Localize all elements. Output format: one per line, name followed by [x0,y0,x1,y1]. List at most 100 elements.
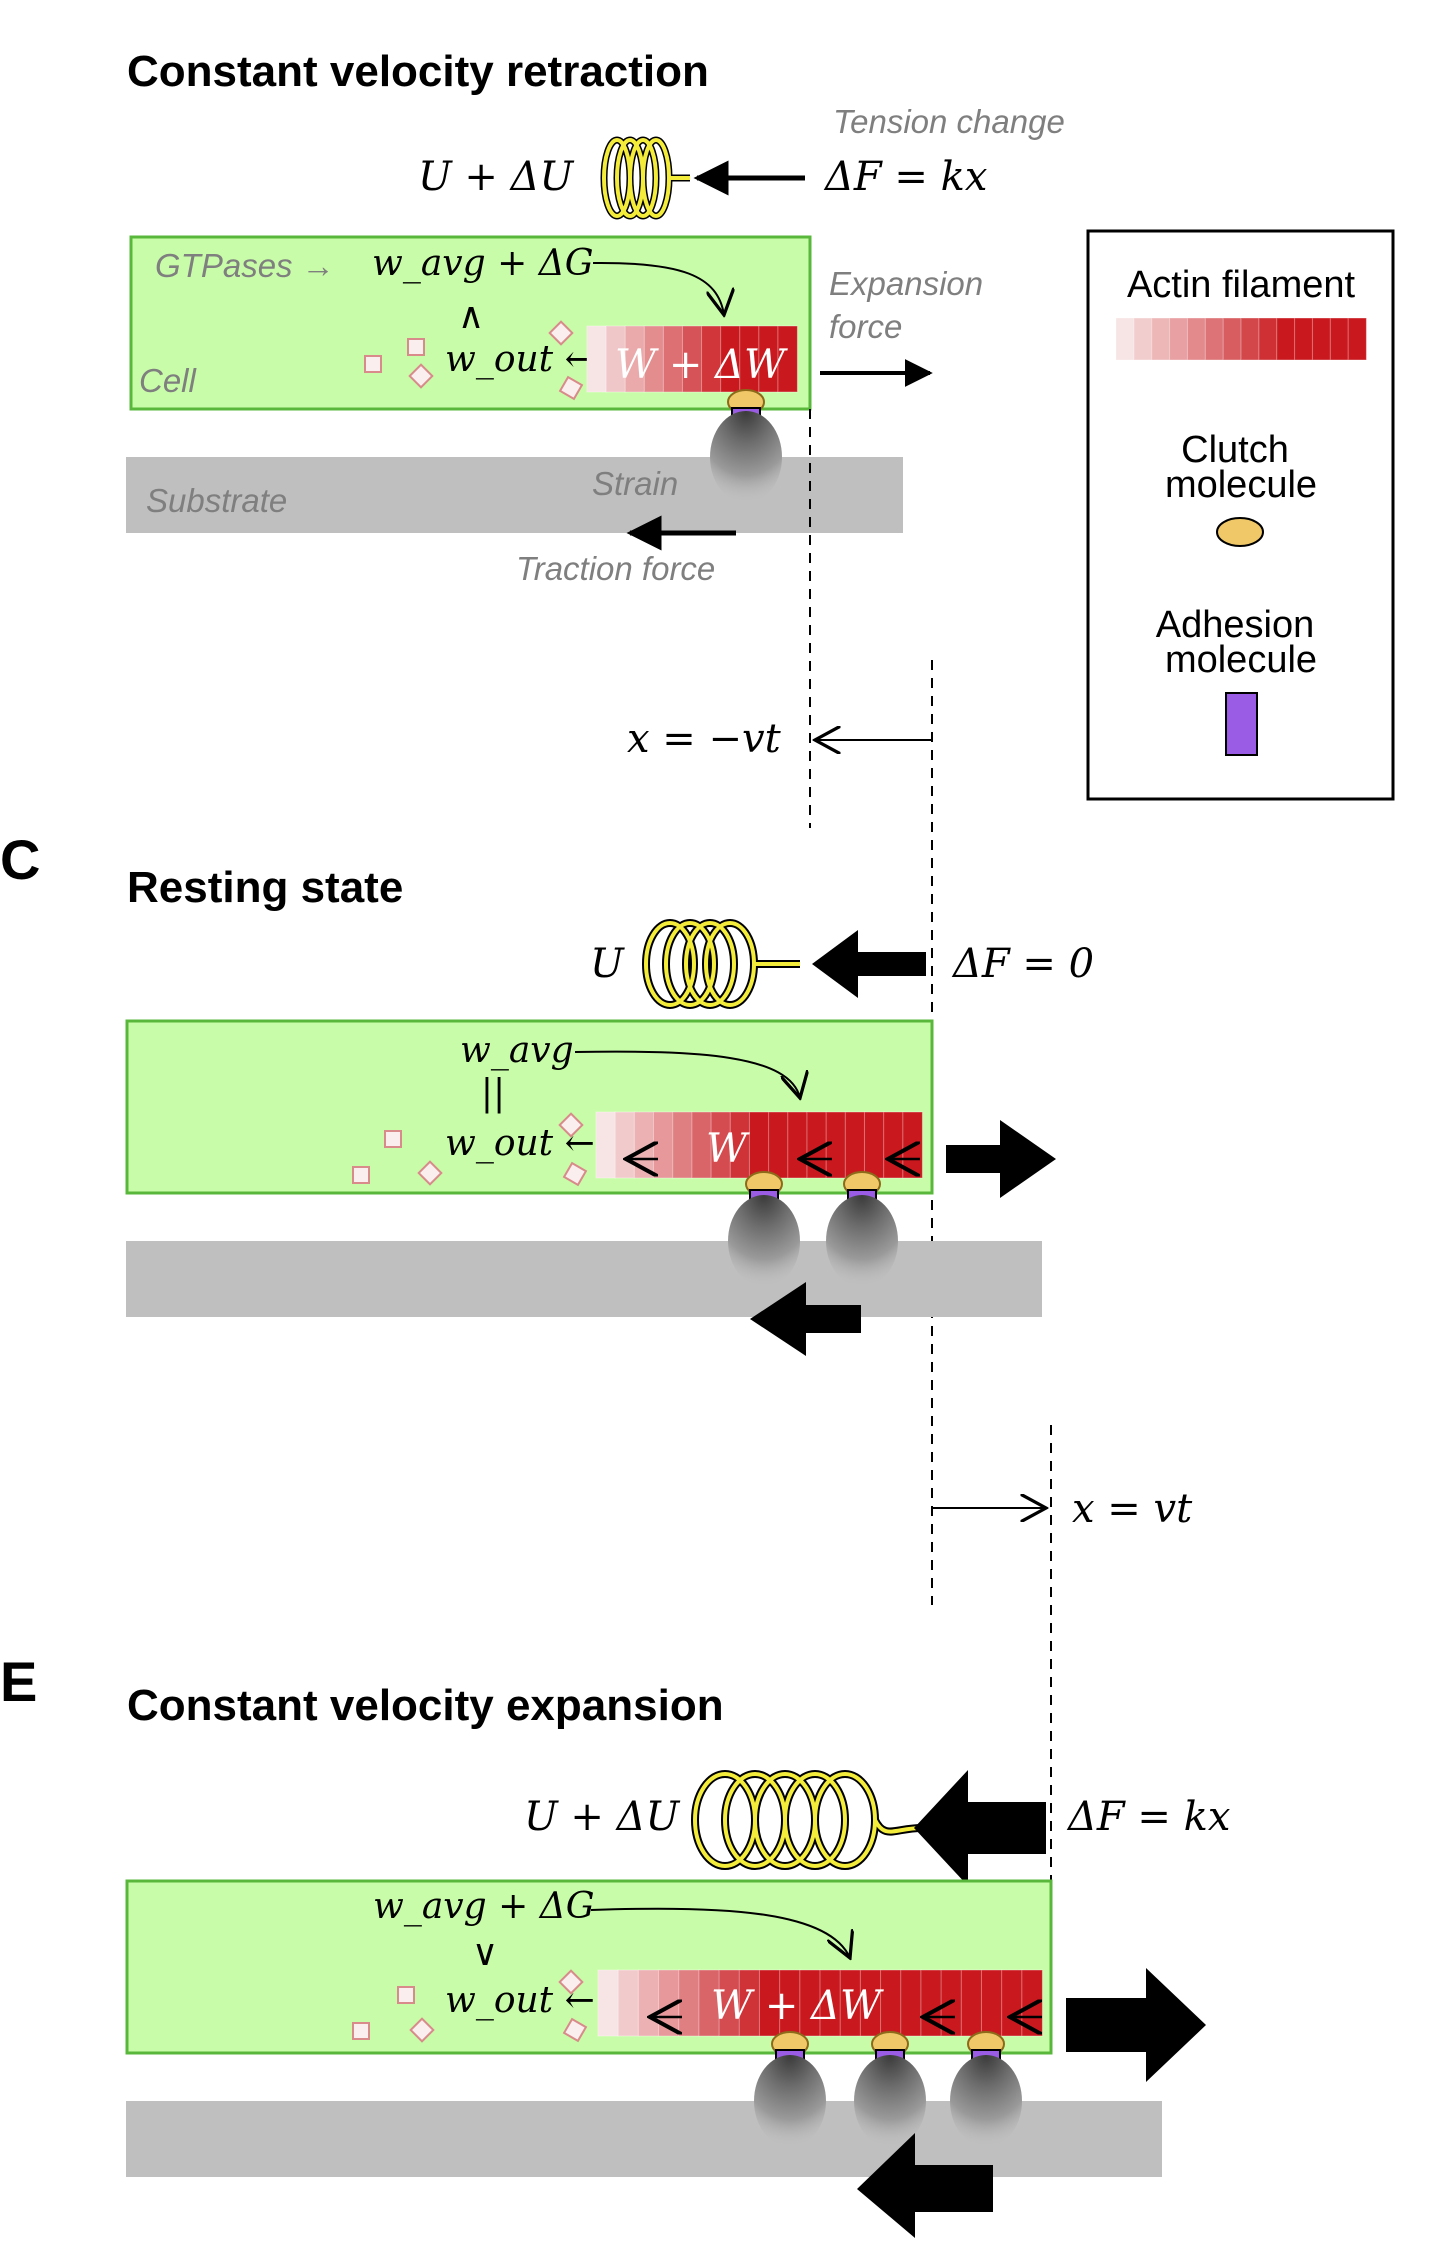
force-eq-resting: ΔF = 0 [951,941,1094,987]
legend-adhesion-icon [1225,692,1258,756]
expansion-arrow-resting [946,1120,1056,1198]
flow-arrow-expansion [590,1907,850,1958]
actin-segment [1204,317,1225,361]
actin-segment [844,1111,866,1179]
w-avg-dg-retraction: w_avg + ΔG [372,243,593,284]
actin-segment [883,1111,904,1179]
relation-resting: || [481,1073,505,1114]
expansion-force-label-2: force [829,308,902,345]
actin-label-retraction: W + ΔW [615,342,788,388]
substrate-resting [126,1241,1042,1317]
legend-clutch-icon [1216,517,1264,547]
actin-segment [787,1111,808,1179]
displacement-resting: x = vt [1072,1486,1193,1532]
actin-segment [900,1969,922,2037]
panel-title-retraction: Constant velocity retraction [127,47,709,96]
energy-label-resting: U [590,941,625,987]
expansion-arrow-expansion [1066,1968,1206,2082]
panel-title-expansion: Constant velocity expansion [127,1681,724,1730]
actin-segment [748,1111,770,1179]
actin-segment [1347,317,1367,361]
traction-arrow-expansion [857,2133,993,2238]
actin-monomers-expansion [352,1969,588,2043]
actin-filament-retraction [586,325,798,393]
legend-actin-swatch [1115,317,1367,361]
w-avg-resting: w_avg [460,1030,574,1071]
actin-segment [1311,317,1332,361]
actin-segment [586,325,607,393]
energy-label-expansion: U + ΔU [524,1794,681,1840]
strain-mark [710,411,782,503]
actin-segment [633,1111,655,1179]
actin-label-resting: W [706,1126,750,1172]
substrate-label: Substrate [146,482,287,519]
traction-arrow-resting [750,1282,861,1356]
strain-mark-e3 [950,2055,1022,2147]
strain-mark-1 [728,1195,800,1287]
actin-segment [825,1111,847,1179]
actin-filament-resting [595,1111,923,1179]
spring-expansion [691,1770,923,1870]
actin-monomers-retraction [364,320,584,401]
actin-segment [614,1111,636,1179]
panel-letter-e: E [0,1650,37,1713]
actin-segment [637,1969,660,2037]
actin-segment [1115,317,1135,361]
w-out-retraction: w_out ← [445,339,595,380]
actin-segment [617,1969,640,2037]
strain-label: Strain [592,465,678,502]
legend-adhesion-label-2: molecule [1165,639,1317,681]
actin-segment [920,1969,942,2037]
panel-retraction: Constant velocity retraction Tension cha… [126,47,1065,1605]
actin-segment [1021,1969,1043,2037]
actin-segment [1151,317,1171,361]
actin-segment [768,1111,789,1179]
tension-change-label: Tension change [833,103,1065,140]
expansion-force-label-1: Expansion [829,265,983,302]
flow-arrow-retraction [592,261,724,315]
force-eq-retraction: ΔF = kx [823,154,987,200]
energy-label-retraction: U + ΔU [418,154,575,200]
actin-segment [658,1969,680,2037]
actin-segment [960,1969,983,2037]
actin-segment [980,1969,1003,2037]
actin-segment [777,325,798,393]
panel-letter-c: C [0,828,40,891]
actin-segment [902,1111,923,1179]
actin-segment [672,1111,693,1179]
displacement-retraction: x = −vt [627,716,782,762]
relation-expansion: ∨ [472,1933,498,1974]
legend-clutch-label-1: Clutch [1181,429,1289,471]
actin-segment [653,1111,674,1179]
actin-segment [880,1969,902,2037]
strain-mark-2 [826,1195,898,1287]
force-eq-expansion: ΔF = kx [1066,1794,1230,1840]
gtpases-label: GTPases → [155,247,335,284]
actin-segment [1222,317,1242,361]
actin-segment [940,1969,963,2037]
actin-segment [806,1111,828,1179]
actin-segment [1329,317,1350,361]
panel-title-resting: Resting state [127,863,403,912]
relation-retraction: ∧ [458,296,484,337]
actin-segment [1294,317,1314,361]
actin-segment [1258,317,1278,361]
legend-actin-label: Actin filament [1127,264,1356,306]
actin-segment [863,1111,885,1179]
actin-segment [678,1969,700,2037]
flow-arrow-resting [574,1050,800,1098]
legend: Actin filament Clutch molecule Adhesion … [1086,229,1395,801]
actin-segment [1133,317,1153,361]
spring-resting [642,919,800,1009]
actin-segment [1001,1969,1023,2037]
actin-label-expansion: W + ΔW [711,1983,884,2029]
legend-adhesion-label-1: Adhesion [1156,604,1314,646]
actin-segment [1186,317,1207,361]
panel-expansion: E Constant velocity expansion U + ΔU [0,1650,1230,2238]
panel-resting: C Resting state U ΔF = 0 w_avg || [0,828,1193,2050]
actin-monomers-resting [352,1112,588,1187]
cell-label: Cell [139,362,198,399]
tension-arrow-expansion [914,1770,1046,1886]
strain-mark-e2 [854,2055,926,2147]
strain-mark-e1 [754,2055,826,2147]
